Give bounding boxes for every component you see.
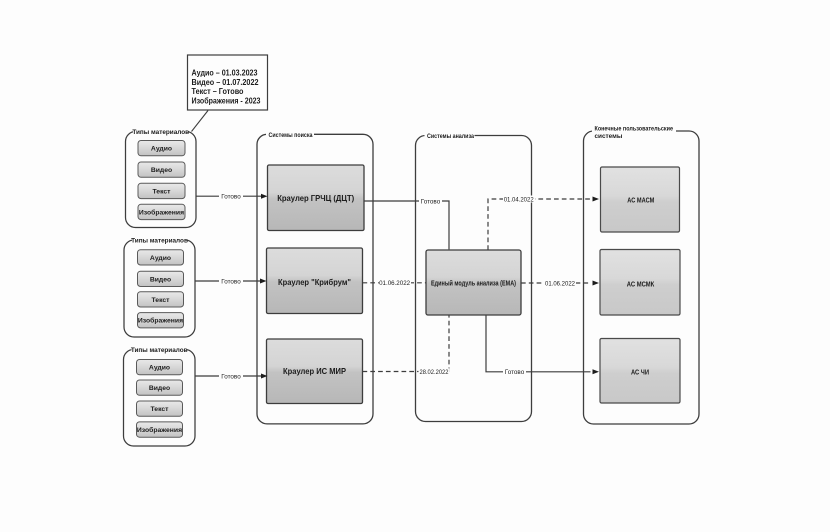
svg-text:системы: системы	[595, 133, 623, 140]
svg-text:Текст: Текст	[152, 188, 171, 195]
svg-text:Системы поиска: Системы поиска	[269, 132, 313, 139]
svg-text:Изображения: Изображения	[137, 426, 182, 434]
svg-text:Видео: Видео	[149, 385, 170, 392]
svg-text:Аудио: Аудио	[151, 146, 172, 153]
svg-text:Видео: Видео	[151, 167, 172, 174]
svg-text:Аудио: Аудио	[149, 365, 170, 372]
svg-text:Видео – 01.07.2022: Видео – 01.07.2022	[192, 77, 259, 87]
svg-text:Текст: Текст	[151, 297, 170, 304]
svg-text:Типы материалов: Типы материалов	[132, 129, 189, 136]
svg-text:Готово: Готово	[505, 369, 525, 376]
svg-text:Видео: Видео	[150, 276, 171, 283]
svg-text:Типы материалов: Типы материалов	[131, 347, 188, 354]
svg-text:Краулер ГРЧЦ (ДЦТ): Краулер ГРЧЦ (ДЦТ)	[277, 193, 354, 203]
svg-text:Готово: Готово	[221, 373, 241, 380]
svg-text:Готово: Готово	[421, 198, 441, 205]
svg-text:Аудио: Аудио	[150, 255, 171, 262]
svg-text:Готово: Готово	[221, 278, 241, 285]
svg-text:АС ЧИ: АС ЧИ	[631, 370, 649, 377]
svg-text:Текст – Готово: Текст – Готово	[192, 86, 244, 96]
svg-text:Конечные пользовательские: Конечные пользовательские	[595, 126, 674, 133]
svg-text:Краулер "Крибрум": Краулер "Крибрум"	[278, 277, 351, 287]
svg-text:01.06.2022: 01.06.2022	[545, 280, 575, 287]
svg-text:Единый модуль анализа (ЕМА): Единый модуль анализа (ЕМА)	[431, 279, 516, 287]
svg-text:Готово: Готово	[221, 194, 241, 201]
svg-text:Текст: Текст	[150, 406, 169, 413]
svg-text:28.02.2022: 28.02.2022	[420, 369, 449, 376]
svg-text:Изображения - 2023: Изображения - 2023	[192, 96, 261, 106]
svg-text:АС МСМК: АС МСМК	[627, 282, 655, 289]
svg-text:Изображения: Изображения	[138, 317, 183, 325]
svg-text:Аудио – 01.03.2023: Аудио – 01.03.2023	[192, 68, 258, 78]
svg-text:01.04.2022: 01.04.2022	[504, 196, 534, 203]
svg-text:Системы анализа: Системы анализа	[427, 133, 474, 140]
svg-text:Типы материалов: Типы материалов	[131, 238, 188, 245]
svg-text:Изображения: Изображения	[139, 208, 184, 216]
svg-text:АС МАСМ: АС МАСМ	[627, 198, 654, 205]
svg-text:Краулер ИС МИР: Краулер ИС МИР	[283, 366, 346, 376]
svg-text:01.06.2022: 01.06.2022	[379, 280, 410, 287]
